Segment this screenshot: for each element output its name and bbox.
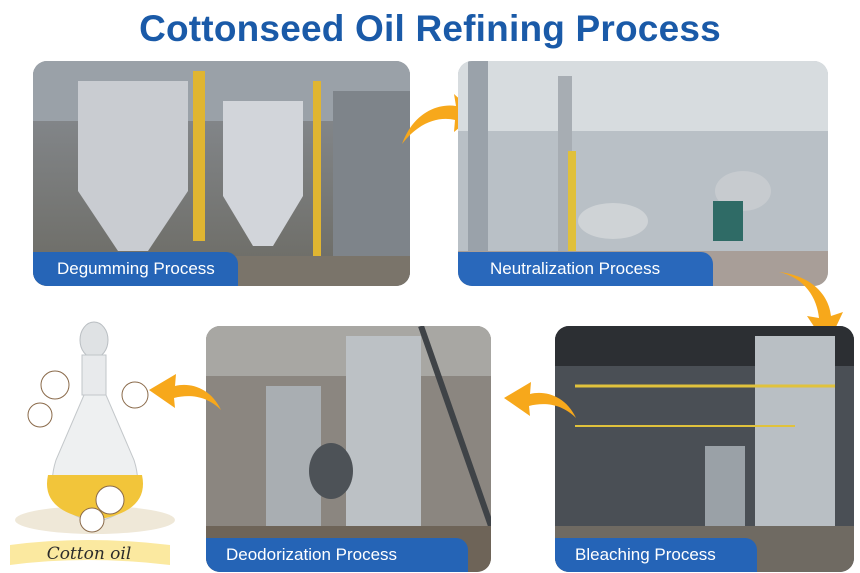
factory-photo-deodorization bbox=[206, 326, 491, 572]
step-label-neutralization: Neutralization Process bbox=[458, 252, 713, 286]
panel-degumming: Degumming Process bbox=[33, 61, 410, 286]
step-label-deodorization: Deodorization Process bbox=[206, 538, 468, 572]
cotton-oil-bottle-icon bbox=[10, 321, 175, 565]
panel-bleaching: Bleaching Process bbox=[555, 326, 854, 572]
step-label-bleaching: Bleaching Process bbox=[555, 538, 757, 572]
page-title: Cottonseed Oil Refining Process bbox=[139, 8, 721, 49]
arrow-left-icon bbox=[149, 374, 221, 410]
product-label: Cotton oil bbox=[46, 544, 132, 564]
factory-photo-neutralization bbox=[458, 61, 828, 286]
arrow-left-icon bbox=[504, 382, 576, 418]
panel-deodorization: Deodorization Process bbox=[206, 326, 491, 572]
factory-photo-degumming bbox=[33, 61, 410, 286]
arrow-right-icon bbox=[402, 94, 476, 144]
factory-photo-bleaching bbox=[555, 326, 854, 572]
panel-neutralization: Neutralization Process bbox=[458, 61, 828, 286]
step-label-degumming: Degumming Process bbox=[33, 252, 238, 286]
